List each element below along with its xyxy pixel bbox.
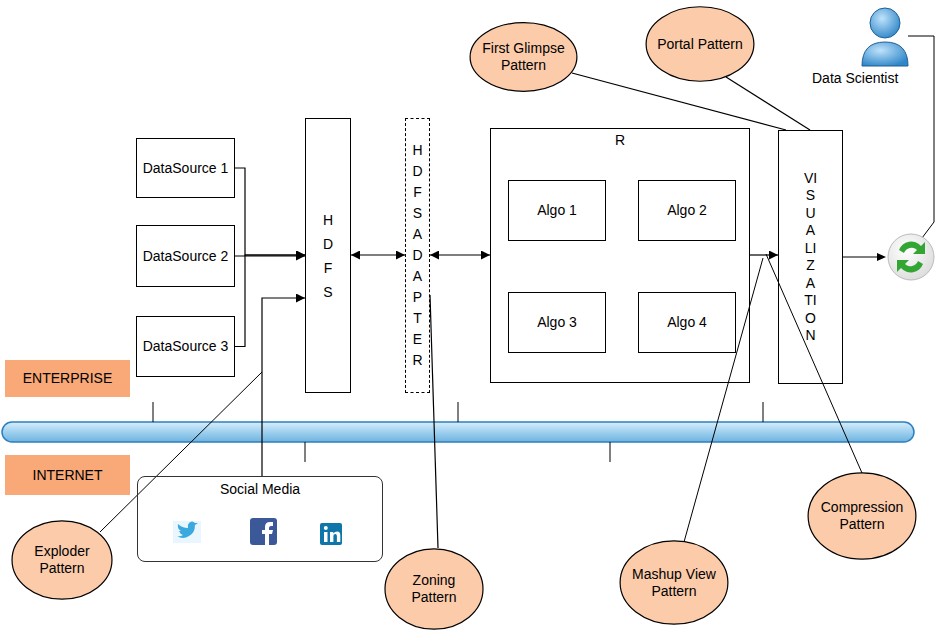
flow-arrow <box>351 254 405 255</box>
leader-lines <box>100 36 934 542</box>
icon-tile <box>250 518 277 545</box>
bus-ticks <box>153 402 763 462</box>
linkedin-icon <box>320 523 342 545</box>
in-n <box>330 532 340 543</box>
ellipse-shape <box>646 7 754 81</box>
node-label: DataSource 1 <box>143 160 229 177</box>
bird-shape <box>177 522 198 539</box>
leader-line <box>908 36 934 238</box>
in-bar <box>324 532 328 542</box>
algorithm-box: Algo 3 <box>508 292 606 353</box>
node-label: VISUALIZATION <box>804 170 818 345</box>
bus-tick <box>153 402 154 422</box>
data-source-box: DataSource 2 <box>136 225 235 287</box>
facebook-icon <box>250 518 277 545</box>
hdfs-store: HDFS <box>305 118 351 393</box>
flow-arrow <box>235 168 305 255</box>
bus-tick <box>305 442 306 462</box>
social-media-panel: Social Media <box>137 476 383 562</box>
node-label: Algo 3 <box>537 314 577 331</box>
ellipse-shape <box>385 549 483 629</box>
callout-text: Compression Pattern <box>819 499 905 533</box>
pattern-callout: Zoning Pattern <box>384 548 484 630</box>
node-label: ENTERPRISE <box>23 370 112 387</box>
node-label: INTERNET <box>33 467 103 484</box>
callout-text: Zoning Pattern <box>396 572 472 606</box>
node-label: HDFS ADAPTER <box>411 140 425 371</box>
arrowhead <box>877 253 886 261</box>
pattern-callout: Mashup View Pattern <box>619 540 729 625</box>
pattern-callout: Compression Pattern <box>807 472 917 560</box>
person-head <box>870 8 900 38</box>
data-source-box: DataSource 1 <box>136 138 235 198</box>
ellipse-shape <box>620 541 728 624</box>
recycle-arc <box>899 242 925 254</box>
flow-arrow <box>235 255 305 347</box>
network-bus <box>2 422 914 442</box>
visualization-layer: VISUALIZATION <box>778 130 843 384</box>
algorithm-box: Algo 4 <box>638 292 736 353</box>
ellipse-shape <box>12 521 112 599</box>
hdfs-adapter: HDFS ADAPTER <box>405 118 430 393</box>
person-body <box>862 42 908 66</box>
icon-tile <box>320 523 342 545</box>
callout-text: Exploder Pattern <box>23 543 101 577</box>
zone-label: ENTERPRISE <box>5 360 130 397</box>
leader-line <box>430 295 438 548</box>
callout-text: First Glimpse Pattern <box>481 40 566 74</box>
node-label: DataSource 2 <box>143 248 229 265</box>
twitter-icon <box>173 521 201 543</box>
algorithm-box: Algo 2 <box>638 180 736 241</box>
ellipse-shape <box>808 473 916 559</box>
algorithm-box: Algo 1 <box>508 180 606 241</box>
bus-tick <box>763 402 764 422</box>
flow-arrow <box>262 298 305 476</box>
bus-tick <box>610 442 611 462</box>
recycle-symbol <box>888 234 934 280</box>
flow-arrow <box>750 254 778 255</box>
ellipse-shape <box>470 23 577 92</box>
leader-line <box>684 258 763 542</box>
node-label: Social Media <box>220 481 300 498</box>
node-label: Algo 2 <box>667 202 707 219</box>
in-dot <box>324 526 328 530</box>
node-label: Algo 4 <box>667 314 707 331</box>
leader-line <box>726 77 810 130</box>
pattern-callout: Portal Pattern <box>645 6 755 82</box>
node-label: DataSource 3 <box>143 338 229 355</box>
f-shape <box>262 522 273 545</box>
bus-tick <box>458 402 459 422</box>
flow-arrow <box>430 254 490 255</box>
data-source-box: DataSource 3 <box>136 316 235 377</box>
node-label: Algo 1 <box>537 202 577 219</box>
zone-label: INTERNET <box>5 455 130 495</box>
node-label: R <box>615 132 625 149</box>
leader-line <box>572 73 786 130</box>
actor-label: Data Scientist <box>812 70 898 86</box>
pattern-callout: First Glimpse Pattern <box>469 22 578 92</box>
pattern-callout: Exploder Pattern <box>11 520 113 600</box>
callout-text: Portal Pattern <box>657 36 743 53</box>
r-environment: R Algo 1 Algo 2 Algo 3 Algo 4 <box>490 128 750 383</box>
recycle-disc <box>888 234 934 280</box>
flow-arrow <box>843 256 880 257</box>
person-icon <box>862 8 908 66</box>
icon-tile <box>173 521 201 543</box>
recycle-arc <box>897 260 923 272</box>
callout-text: Mashup View Pattern <box>631 566 717 600</box>
node-label: HDFS <box>321 208 335 304</box>
